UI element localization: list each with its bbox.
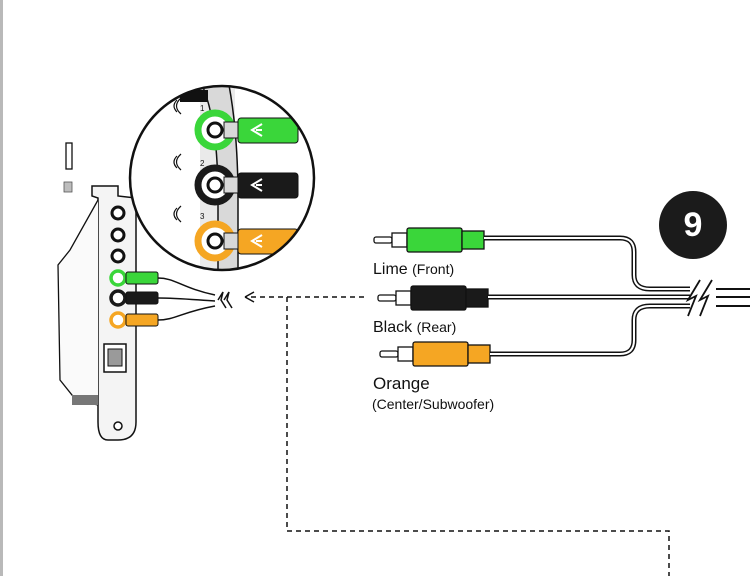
card-jack-lime <box>109 269 127 287</box>
label-orange-position: (Center/Subwoofer) <box>372 396 495 412</box>
label-orange: Orange <box>373 375 430 393</box>
sound-card <box>57 142 137 441</box>
label-black-position: (Rear) <box>416 319 457 335</box>
card-jack-orange <box>109 311 127 329</box>
card-jack-black <box>109 289 127 307</box>
dashed-connection-line <box>244 291 670 576</box>
card-jack-3 <box>110 248 126 264</box>
inset-port-label-1: 1 <box>200 104 205 113</box>
label-lime-position: (Front) <box>412 261 455 277</box>
inset-port-label-2: 2 <box>200 159 205 168</box>
plug-lime <box>373 227 690 292</box>
card-screw-hole <box>113 421 123 431</box>
card-slot-tab <box>65 142 73 170</box>
plug-black <box>377 285 690 311</box>
label-black: Black (Rear) <box>373 320 456 336</box>
label-black-name: Black <box>373 319 413 336</box>
magnifier-inset: 1 2 3 <box>128 84 316 272</box>
step-number-badge: 9 <box>659 191 727 259</box>
step-number: 9 <box>683 205 703 244</box>
plug-orange <box>379 303 690 367</box>
card-edge-connector <box>72 395 98 405</box>
inset-port-label-3: 3 <box>200 212 205 221</box>
label-lime-name: Lime <box>373 261 408 278</box>
card-notch <box>63 181 73 193</box>
card-plugs <box>125 271 233 327</box>
page-edge-rule <box>0 0 3 576</box>
label-lime: Lime (Front) <box>373 262 454 278</box>
card-jack-2 <box>110 227 126 243</box>
cable-break-mark <box>685 279 750 317</box>
card-jack-1 <box>110 205 126 221</box>
label-orange-name: Orange <box>373 374 430 393</box>
